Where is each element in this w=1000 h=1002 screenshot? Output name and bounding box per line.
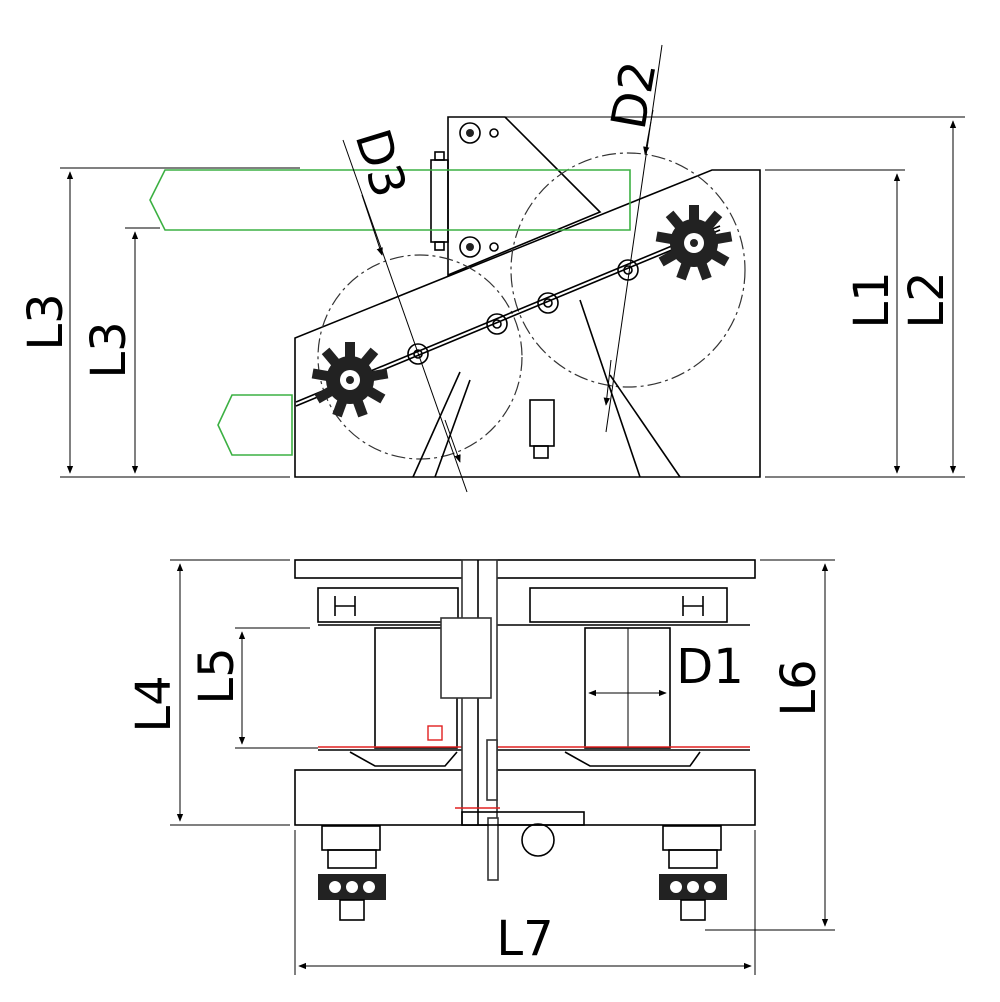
label-l2: L2 xyxy=(899,271,955,328)
front-view xyxy=(170,559,835,975)
large-drum-circle xyxy=(510,152,746,388)
label-l3-inner: L3 xyxy=(81,321,137,378)
label-l3-outer: L3 xyxy=(18,293,74,350)
side-housing xyxy=(294,169,761,478)
top-plate xyxy=(294,559,756,579)
label-l1: L1 xyxy=(844,271,900,328)
label-d2: D2 xyxy=(601,57,668,133)
bracket-bolt-top xyxy=(459,122,499,144)
sprocket-right xyxy=(655,205,733,281)
hydraulic-hoses xyxy=(149,169,631,456)
dim-d2 xyxy=(605,44,663,433)
hub-circle xyxy=(521,823,555,857)
label-l6: L6 xyxy=(771,659,827,716)
dimension-labels: D2 D3 L3 L3 L1 L2 L4 L5 L6 D1 L7 xyxy=(18,57,955,967)
label-d1: D1 xyxy=(676,639,744,695)
bracket-bolt-bottom xyxy=(459,236,499,258)
side-view xyxy=(60,44,965,493)
label-d3: D3 xyxy=(344,123,417,204)
coupling-right xyxy=(659,825,727,921)
warning-marker xyxy=(427,725,443,741)
sprocket-left xyxy=(311,342,389,418)
mount-bracket xyxy=(447,116,602,277)
coupling-left xyxy=(318,825,386,921)
sensor-box xyxy=(529,399,555,447)
label-l5: L5 xyxy=(189,647,245,704)
label-l4: L4 xyxy=(126,675,182,732)
small-drum-circle xyxy=(317,254,523,460)
brake-housing-left xyxy=(317,587,459,623)
label-l7: L7 xyxy=(496,911,553,967)
brake-housing-right xyxy=(529,587,728,623)
base-frame xyxy=(294,769,756,826)
